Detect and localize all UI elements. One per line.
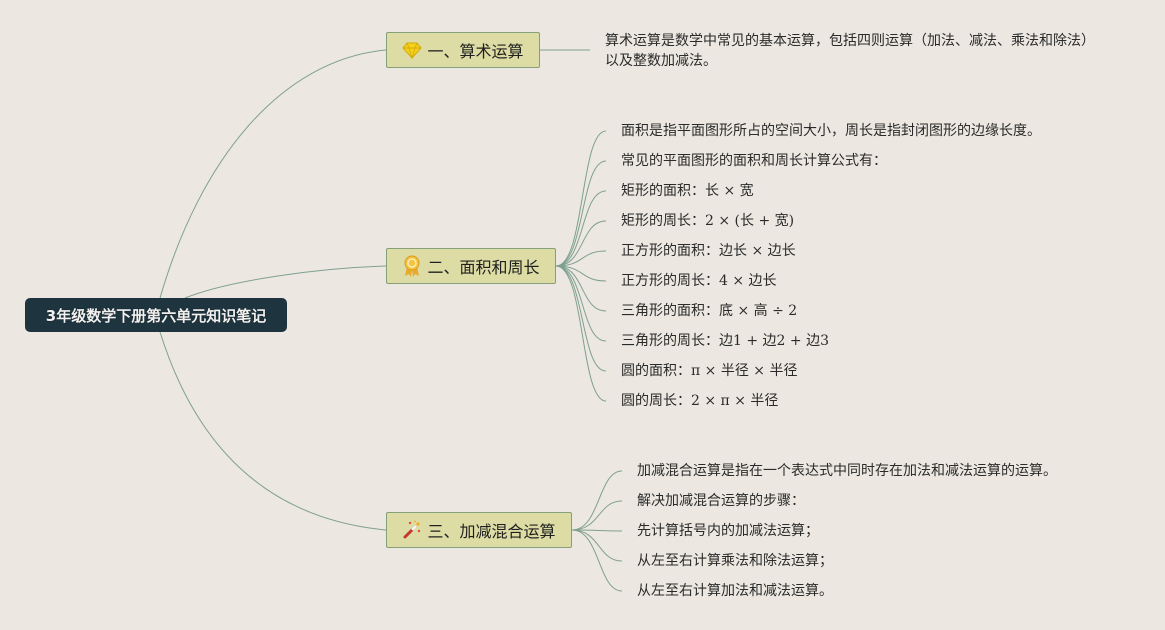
connector-root-branch-3 bbox=[159, 331, 387, 531]
note-area-2: 常见的平面图形的面积和周长计算公式有： bbox=[621, 153, 887, 169]
branch-mixed-operations-label: 三、加减混合运算 bbox=[427, 522, 556, 541]
connector-root-branch-2 bbox=[184, 265, 387, 299]
connector-branch-3-note-4 bbox=[571, 529, 623, 562]
note-area-4: 矩形的周长：2 × (长 + 宽) bbox=[621, 213, 795, 229]
note-mixed-3: 先计算括号内的加减法运算； bbox=[637, 523, 819, 539]
note-mixed-2: 解决加减混合运算的步骤： bbox=[637, 493, 805, 509]
connector-branch-2-note-4 bbox=[555, 220, 607, 267]
note-area-5: 正方形的面积：边长 × 边长 bbox=[621, 243, 796, 259]
note-area-9: 圆的面积：π × 半径 × 半径 bbox=[621, 363, 798, 379]
branch-arithmetic-label: 一、算术运算 bbox=[427, 42, 524, 61]
connector-branch-3-note-1 bbox=[571, 470, 623, 531]
note-area-1: 面积是指平面图形所占的空间大小，周长是指封闭图形的边缘长度。 bbox=[621, 123, 1041, 139]
note-mixed-4: 从左至右计算乘法和除法运算； bbox=[637, 553, 833, 569]
connector-branch-2-note-7 bbox=[555, 265, 607, 312]
connector-branch-3-note-2 bbox=[571, 500, 623, 531]
connector-branch-2-note-2 bbox=[555, 160, 607, 267]
connector-branch-3-note-3 bbox=[571, 529, 623, 532]
root-topic-label: 3年级数学下册第六单元知识笔记 bbox=[45, 306, 267, 325]
note-area-6: 正方形的周长：4 × 边长 bbox=[621, 273, 777, 289]
branch-arithmetic[interactable]: 一、算术运算 bbox=[386, 32, 540, 68]
connector-branch-2-note-10 bbox=[555, 265, 607, 402]
connector-branch-2-note-3 bbox=[555, 190, 607, 267]
note-mixed-5: 从左至右计算加法和减法运算。 bbox=[637, 583, 833, 599]
connector-branch-2-note-5 bbox=[555, 250, 607, 267]
award-ribbon-icon bbox=[402, 255, 422, 277]
connector-branch-2-note-1 bbox=[555, 130, 607, 267]
connector-branch-2-note-6 bbox=[555, 265, 607, 282]
branch-mixed-operations[interactable]: 三、加减混合运算 bbox=[386, 512, 572, 548]
note-area-10: 圆的周长：2 × π × 半径 bbox=[621, 393, 779, 409]
connector-branch-2-note-8 bbox=[555, 265, 607, 342]
note-area-3: 矩形的面积：长 × 宽 bbox=[621, 183, 754, 199]
note-arithmetic-1: 算术运算是数学中常见的基本运算，包括四则运算（加法、减法、乘法和除法）以及整数加… bbox=[605, 33, 1095, 69]
branch-area-perimeter[interactable]: 二、面积和周长 bbox=[386, 248, 556, 284]
connector-root-branch-1 bbox=[159, 49, 387, 299]
root-topic[interactable]: 3年级数学下册第六单元知识笔记 bbox=[25, 298, 287, 332]
note-area-8: 三角形的周长：边1 + 边2 + 边3 bbox=[621, 333, 829, 349]
note-area-7: 三角形的面积：底 × 高 ÷ 2 bbox=[621, 303, 798, 319]
diamond-icon bbox=[402, 40, 423, 60]
connector-branch-2-note-9 bbox=[555, 265, 607, 372]
connector-branch-3-note-5 bbox=[571, 529, 623, 592]
note-mixed-1: 加减混合运算是指在一个表达式中同时存在加法和减法运算的运算。 bbox=[637, 463, 1057, 479]
magic-wand-icon bbox=[402, 520, 422, 540]
branch-area-perimeter-label: 二、面积和周长 bbox=[427, 258, 540, 277]
